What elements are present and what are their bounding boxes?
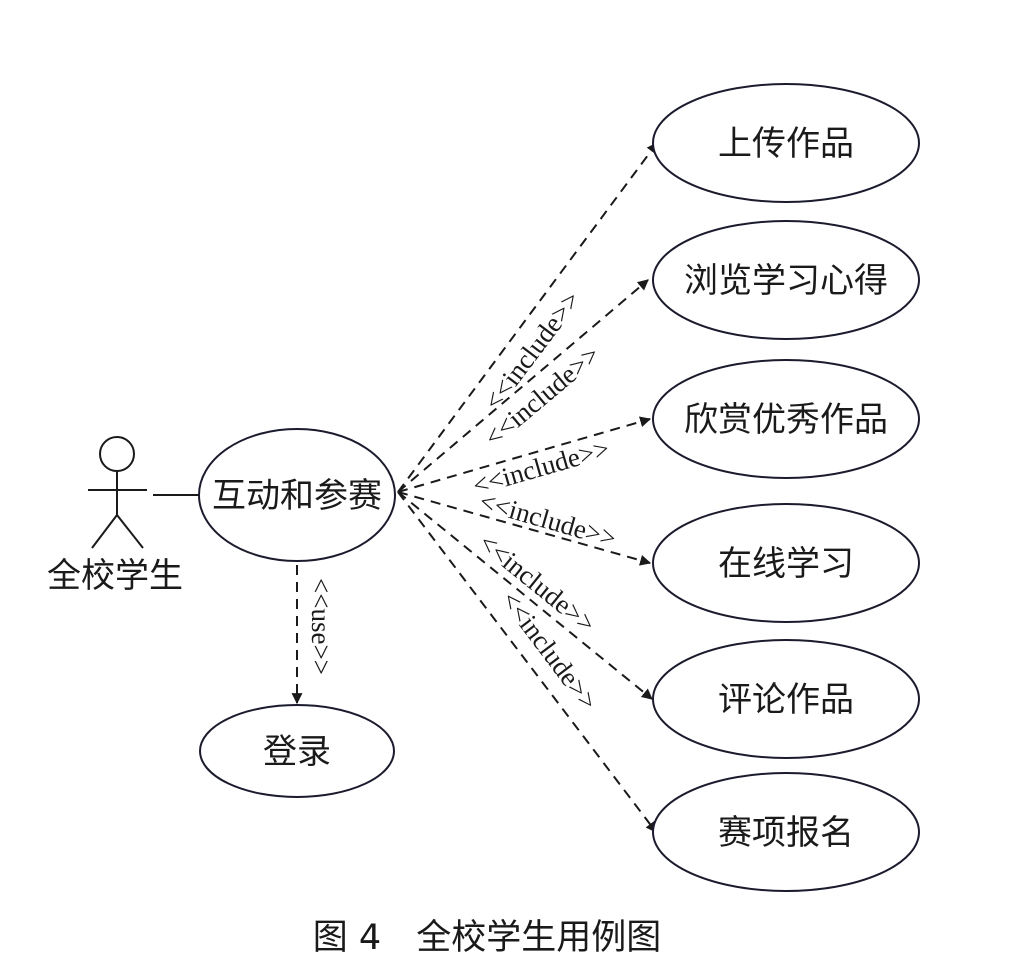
use-case-register[interactable]: 赛项报名 (652, 772, 920, 892)
include-arrow-appreciate (397, 416, 652, 493)
figure-caption: 图 4 全校学生用例图 (313, 918, 661, 958)
use-case-label: 评论作品 (718, 680, 854, 720)
include-arrow-upload (397, 142, 658, 493)
use-case-label: 上传作品 (718, 124, 854, 164)
actor-figure-icon (88, 436, 147, 549)
use-case-online[interactable]: 在线学习 (652, 503, 920, 623)
include-arrow-comment (397, 491, 653, 700)
use-case-label: 赛项报名 (718, 813, 854, 853)
include-arrow-online (397, 491, 652, 566)
login-use-case[interactable]: 登录 (199, 704, 395, 798)
login-use-case-label: 登录 (263, 732, 331, 772)
use-case-upload[interactable]: 上传作品 (652, 83, 920, 203)
use-case-label: 欣赏优秀作品 (684, 400, 888, 440)
use-case-browse[interactable]: 浏览学习心得 (652, 220, 920, 340)
actor-label: 全校学生 (47, 556, 183, 596)
main-use-case-label: 互动和参赛 (212, 476, 382, 516)
use-relation-label: <<use>> (306, 578, 336, 675)
main-use-case[interactable]: 互动和参赛 (198, 428, 396, 562)
use-case-label: 在线学习 (718, 544, 854, 584)
include-arrow-register (397, 491, 657, 833)
use-case-comment[interactable]: 评论作品 (652, 639, 920, 759)
use-case-appreciate[interactable]: 欣赏优秀作品 (652, 359, 920, 479)
include-arrow-browse (397, 279, 649, 493)
use-case-label: 浏览学习心得 (684, 261, 888, 301)
